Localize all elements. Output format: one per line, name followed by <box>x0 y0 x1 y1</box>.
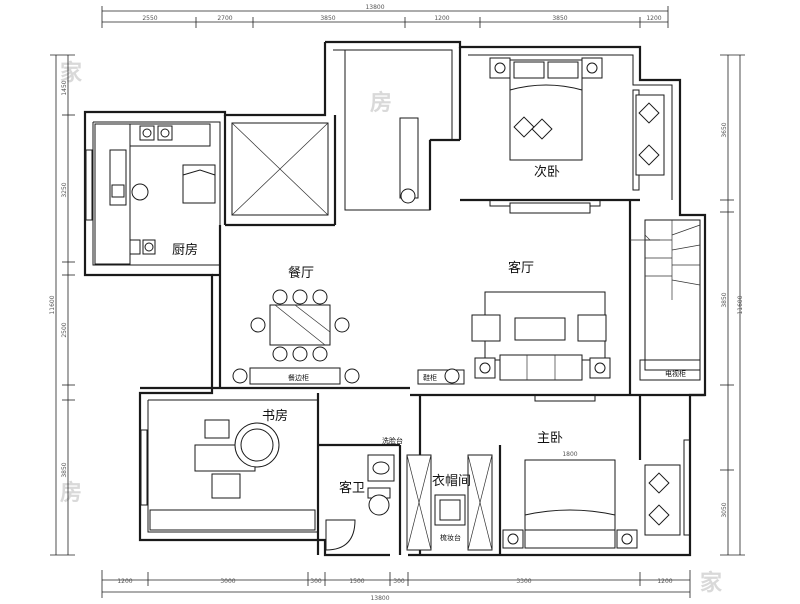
bottom-dim-1: 1200 <box>117 578 132 585</box>
label-dressing-stool: 梳妆台 <box>440 533 461 542</box>
bottom-dim-2: 3000 <box>220 578 235 585</box>
svg-text:房: 房 <box>60 480 82 506</box>
top-dim-1: 2550 <box>142 15 157 22</box>
void-cross <box>231 122 329 216</box>
living-room-furniture <box>417 291 611 385</box>
second-bedroom-furniture <box>399 57 665 214</box>
right-dim-1: 3650 <box>721 122 728 137</box>
top-dim-5: 3850 <box>552 15 567 22</box>
bottom-dim-3: 300 <box>310 578 322 585</box>
bottom-dimensions: 1200 3000 300 1500 300 3300 1200 13800 <box>101 570 691 602</box>
left-dim-1: 1450 <box>61 80 68 95</box>
closet-fixtures <box>406 454 493 551</box>
room-label-second-bedroom: 次卧 <box>534 164 560 180</box>
study-furniture <box>149 419 316 531</box>
label-bed-dim: 1800 <box>562 451 577 458</box>
bottom-dim-4: 1500 <box>349 578 364 585</box>
room-label-master-bedroom: 主卧 <box>537 431 563 446</box>
master-bedroom-furniture <box>502 459 681 549</box>
left-total-dim: 11600 <box>49 295 56 314</box>
bottom-total-dim: 13800 <box>370 595 389 602</box>
bathroom-fixtures <box>325 454 395 551</box>
room-label-closet: 衣帽间 <box>432 473 471 489</box>
label-shoe-cabinet: 鞋柜 <box>423 373 437 382</box>
staircase <box>630 219 701 381</box>
top-dimensions: 13800 2550 2700 3850 1200 3850 1200 <box>101 4 669 28</box>
room-label-study: 书房 <box>262 408 288 424</box>
kitchen-furniture <box>94 123 216 265</box>
room-label-living: 客厅 <box>508 260 534 276</box>
small-labels: 餐边柜 鞋柜 洗脸台 梳妆台 电视柜 1800 <box>288 369 686 542</box>
room-label-dining: 餐厅 <box>288 265 314 281</box>
top-dim-3: 3850 <box>320 15 335 22</box>
left-dim-3: 2500 <box>61 322 68 337</box>
label-tv-cabinet: 电视柜 <box>665 369 686 378</box>
right-total-dim: 11600 <box>737 295 744 314</box>
top-dim-4: 1200 <box>434 15 449 22</box>
top-dim-6: 1200 <box>646 15 661 22</box>
dining-furniture <box>232 289 360 385</box>
svg-text:房: 房 <box>370 90 392 116</box>
label-sideboard: 餐边柜 <box>288 373 309 382</box>
walls <box>83 40 707 557</box>
right-dim-3: 3050 <box>721 502 728 517</box>
left-dim-4: 3850 <box>61 462 68 477</box>
svg-text:家: 家 <box>60 60 83 86</box>
room-label-guest-bath: 客卫 <box>339 480 365 496</box>
label-washbasin: 洗脸台 <box>382 436 403 445</box>
right-dimensions: 3650 3850 3050 11600 <box>720 54 745 556</box>
bottom-dim-7: 1200 <box>657 578 672 585</box>
left-dimensions: 1450 3250 2500 3850 11600 <box>49 54 75 556</box>
bottom-dim-6: 3300 <box>516 578 531 585</box>
top-dim-2: 2700 <box>217 15 232 22</box>
room-labels: 次卧 厨房 餐厅 客厅 书房 主卧 客卫 衣帽间 <box>172 164 563 496</box>
svg-text:家: 家 <box>700 570 723 596</box>
room-label-kitchen: 厨房 <box>172 242 198 258</box>
right-dim-2: 3850 <box>721 292 728 307</box>
top-total-dim: 13800 <box>365 4 384 11</box>
left-dim-2: 3250 <box>61 182 68 197</box>
bottom-dim-5: 300 <box>393 578 405 585</box>
